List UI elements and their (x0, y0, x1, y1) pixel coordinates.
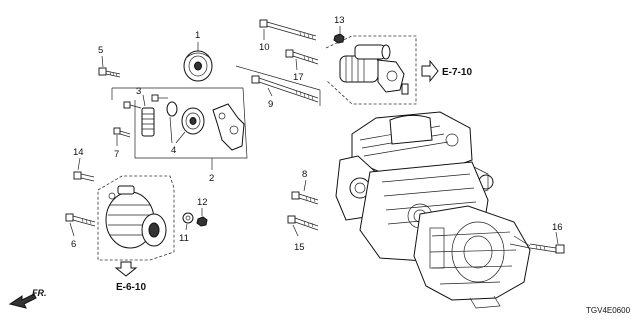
nut-12[interactable] (196, 216, 208, 227)
bolt-10[interactable] (259, 19, 317, 41)
tensioner-pulley[interactable] (166, 101, 205, 135)
front-label: FR. (32, 288, 47, 298)
callout-15: 15 (294, 242, 305, 253)
callout-14: 14 (73, 147, 84, 158)
callout-12: 12 (197, 197, 208, 208)
callout-1: 1 (195, 30, 200, 41)
idler-pulley[interactable] (183, 50, 213, 82)
hollow-arrow-down-icon (114, 261, 138, 277)
tensioner-group-bracket (112, 87, 248, 159)
callout-3: 3 (136, 86, 141, 97)
bolt-7[interactable] (113, 127, 131, 138)
bolt-14[interactable] (73, 171, 95, 182)
starter-motor[interactable] (339, 44, 409, 95)
bolt-6[interactable] (65, 213, 96, 227)
tensioner-arm-bracket[interactable] (212, 103, 245, 151)
callout-17: 17 (293, 72, 304, 83)
callout-16: 16 (552, 222, 563, 233)
washer-11[interactable] (182, 212, 194, 224)
callout-2: 2 (209, 173, 214, 184)
starter-section-reference[interactable]: E-7-10 (442, 67, 472, 78)
callout-4: 4 (171, 145, 176, 156)
callout-5: 5 (98, 45, 103, 56)
nut-13[interactable] (333, 33, 345, 44)
callout-11: 11 (179, 233, 189, 244)
alternator[interactable] (105, 185, 167, 249)
bolt-5[interactable] (98, 67, 121, 78)
callout-13: 13 (334, 15, 345, 26)
engine-transmission-assembly[interactable] (335, 111, 531, 309)
bolt-15[interactable] (287, 215, 319, 231)
starter-reference-box (325, 35, 417, 105)
callout-10: 10 (259, 42, 270, 53)
callout-8: 8 (302, 169, 307, 180)
callout-9: 9 (268, 99, 273, 110)
tensioner-assembly[interactable] (123, 94, 168, 137)
diagram-code: TGV4E0600 (586, 306, 631, 315)
bolt-17[interactable] (285, 49, 319, 65)
alternator-section-reference[interactable]: E-6-10 (116, 282, 146, 293)
bolt-9[interactable] (251, 75, 319, 103)
hollow-arrow-right-icon (421, 59, 439, 83)
bolt-16[interactable] (529, 243, 565, 254)
alternator-reference-box (97, 175, 175, 261)
callout-6: 6 (71, 239, 76, 250)
bolt-8[interactable] (291, 191, 319, 205)
front-direction-arrow-icon (8, 293, 37, 309)
callout-7: 7 (114, 149, 119, 160)
